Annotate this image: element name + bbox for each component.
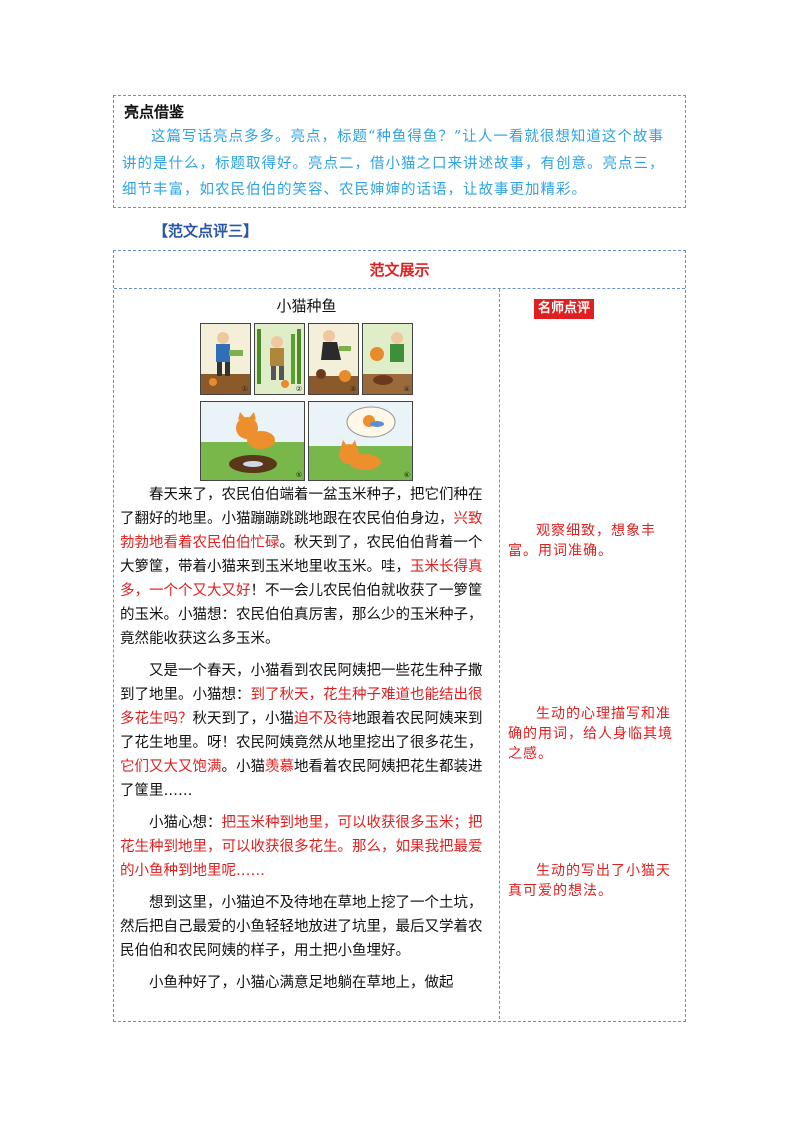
- sample-essay-table: 范文展示 小猫种鱼 ①: [113, 250, 686, 1022]
- highlighted-phrase: 把玉米种到地里，可以收获很多玉米；把花生种到地里，可以收获很多花生。那么，如果我…: [120, 815, 483, 879]
- highlights-body: 这篇写话亮点多多。亮点，标题“种鱼得鱼？”让人一看就很想知道这个故事讲的是什么，…: [122, 129, 665, 198]
- highlighted-phrase: 兴致勃勃地看着农民伯伯忙碌: [120, 511, 483, 551]
- picture-panel-1: ①: [200, 323, 251, 395]
- highlighted-phrase: 它们又大又饱满: [120, 759, 222, 775]
- story-text-segment: 地看着农民阿姨把花生都装进了筐里……: [120, 759, 483, 799]
- picture-panel-2: ②: [254, 323, 305, 395]
- picture-caption: ⑤: [295, 471, 302, 479]
- highlighted-phrase: 到了秋天，花生种子难道也能结出很多花生吗？: [120, 687, 483, 727]
- story-paragraph: 小鱼种好了，小猫心满意足地躺在草地上，做起: [120, 971, 492, 995]
- picture-panel-3: ③: [308, 323, 359, 395]
- story-paragraph: 小猫心想：把玉米种到地里，可以收获很多玉米；把花生种到地里，可以收获很多花生。那…: [120, 811, 492, 883]
- highlights-box: 亮点借鉴 这篇写话亮点多多。亮点，标题“种鱼得鱼？”让人一看就很想知道这个故事讲…: [113, 95, 686, 208]
- picture-panel-6: ⑥: [308, 401, 413, 481]
- highlighted-phrase: 迫不及待: [294, 711, 352, 727]
- teacher-comment: 生动的心理描写和准确的用词，给人身临其境之感。: [508, 706, 673, 762]
- picture-caption: ③: [349, 385, 356, 393]
- picture-caption: ①: [241, 385, 248, 393]
- story-text-segment: 小鱼种好了，小猫心满意足地躺在草地上，做起: [149, 975, 454, 991]
- story-text-segment: 。秋天到了，农民伯伯背着一个大箩筐，带着小猫来到玉米地里收玉米。哇，: [120, 535, 483, 575]
- story-text: 春天来了，农民伯伯端着一盆玉米种子，把它们种在了翻好的地里。小猫蹦蹦跳跳地跟在农…: [120, 483, 492, 1003]
- picture-panel-5: ⑤: [200, 401, 305, 481]
- teacher-comment: 生动的写出了小猫天真可爱的想法。: [508, 863, 671, 899]
- story-text-segment: 。小猫: [221, 759, 266, 775]
- teacher-comment-badge: 名师点评: [534, 299, 595, 319]
- picture-panel-4: ④: [362, 323, 413, 395]
- story-illustration: ① ②: [200, 323, 413, 483]
- highlighted-phrase: 羡慕: [265, 759, 294, 775]
- highlights-heading: 亮点借鉴: [124, 103, 185, 121]
- teacher-comment: 观察细致，想象丰富。用词准确。: [508, 523, 656, 559]
- story-text-segment: 又是一个春天，小猫看到农民阿姨把一些花生种子撒到了地里。小猫想：: [120, 663, 483, 703]
- section-title: 【范文点评三】: [153, 222, 259, 240]
- table-header: 范文展示: [114, 251, 685, 289]
- story-paragraph: 又是一个春天，小猫看到农民阿姨把一些花生种子撒到了地里。小猫想：到了秋天，花生种…: [120, 659, 492, 803]
- story-text-segment: 小猫心想：: [149, 815, 222, 831]
- picture-caption: ④: [403, 385, 410, 393]
- highlighted-phrase: 玉米长得真多，一个个又大又好: [120, 559, 483, 599]
- story-paragraph: 春天来了，农民伯伯端着一盆玉米种子，把它们种在了翻好的地里。小猫蹦蹦跳跳地跟在农…: [120, 483, 492, 651]
- story-text-segment: 秋天到了，小猫: [192, 711, 295, 727]
- story-text-segment: 想到这里，小猫迫不及待地在草地上挖了一个土坑，然后把自己最爱的小鱼轻轻地放进了坑…: [120, 895, 483, 959]
- story-paragraph: 想到这里，小猫迫不及待地在草地上挖了一个土坑，然后把自己最爱的小鱼轻轻地放进了坑…: [120, 891, 492, 963]
- story-text-segment: 地跟着农民阿姨来到了花生地里。呀！农民阿姨竟然从地里挖出了很多花生，: [120, 711, 483, 751]
- story-title: 小猫种鱼: [276, 297, 337, 315]
- column-divider: [499, 289, 500, 1021]
- story-text-segment: ！不一会儿农民伯伯就收获了一箩筐的玉米。小猫想：农民伯伯真厉害，那么少的玉米种子…: [120, 583, 483, 647]
- picture-caption: ②: [295, 385, 302, 393]
- story-text-segment: 春天来了，农民伯伯端着一盆玉米种子，把它们种在了翻好的地里。小猫蹦蹦跳跳地跟在农…: [120, 487, 483, 527]
- picture-caption: ⑥: [403, 471, 410, 479]
